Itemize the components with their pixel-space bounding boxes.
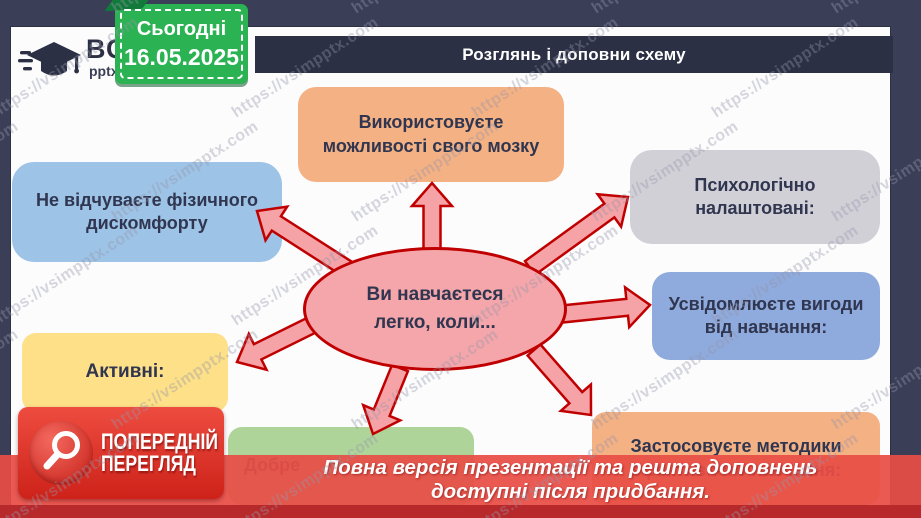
date-badge: Сьогодні 16.05.2025 xyxy=(104,0,248,84)
center-label-line1: Ви навчаєтеся xyxy=(366,284,504,306)
node-learning-benefits: Усвідомлюєте вигоди від навчання: xyxy=(652,272,880,360)
node-label: Психологічно налаштовані: xyxy=(694,174,816,218)
purchase-banner-text: Повна версія презентації та решта доповн… xyxy=(0,455,921,505)
node-label: Усвідомлюєте вигоди від навчання: xyxy=(668,293,864,337)
preview-badge[interactable]: ПОПЕРЕДНІЙ ПЕРЕГЛЯД xyxy=(18,407,224,499)
node-psychologically-ready: Психологічно налаштовані: xyxy=(630,150,880,244)
node-physical-comfort: Не відчуваєте фізичного дискомфорту xyxy=(12,162,282,262)
preview-badge-line1: ПОПЕРЕДНІЙ xyxy=(101,428,218,454)
magnifier-circle xyxy=(29,421,93,485)
center-label-line2: легко, коли... xyxy=(374,312,496,333)
diagram-center-ellipse: Ви навчаєтеся легко, коли... xyxy=(303,247,567,371)
node-active: Активні: xyxy=(22,333,228,412)
magnifier-icon xyxy=(36,426,86,481)
node-label: Активні: xyxy=(85,361,165,383)
purchase-banner-line1: Повна версія презентації та решта доповн… xyxy=(323,455,818,479)
date-badge-date: 16.05.2025 xyxy=(123,43,240,70)
purchase-banner-strip xyxy=(0,505,921,518)
preview-badge-text: ПОПЕРЕДНІЙ ПЕРЕГЛЯД xyxy=(101,428,218,476)
slide-title: Розглянь і доповни схему xyxy=(462,44,686,64)
node-brain-abilities: Використовуєте можливості свого мозку xyxy=(298,87,564,182)
purchase-banner-line2: доступні після придбання. xyxy=(430,480,710,503)
badge-fold-decoration xyxy=(104,0,154,12)
graduation-cap-icon xyxy=(18,36,82,88)
node-label: Використовуєте можливості свого мозку xyxy=(322,112,540,156)
date-badge-label: Сьогодні xyxy=(136,17,227,40)
preview-badge-line2: ПЕРЕГЛЯД xyxy=(101,451,196,476)
slide-title-bar: Розглянь і доповни схему xyxy=(255,36,893,73)
logo-sub: pptx xyxy=(89,63,119,79)
node-label: Не відчуваєте фізичного дискомфорту xyxy=(36,189,258,233)
node-label: Застосовуєте методики xyxy=(630,436,842,457)
